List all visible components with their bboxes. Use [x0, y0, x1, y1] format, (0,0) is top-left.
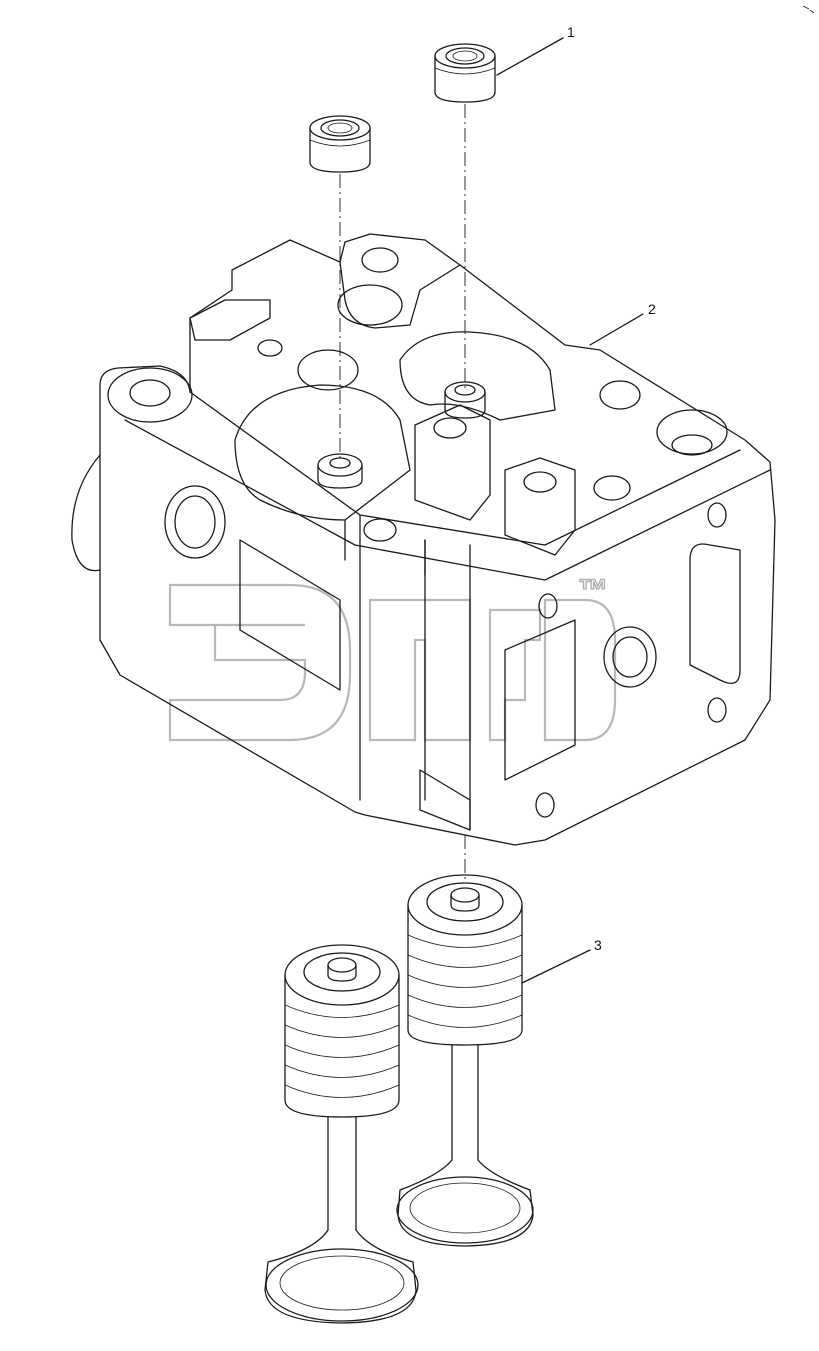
valve-stem-seal-left: [309, 115, 371, 173]
callout-label-3: 3: [594, 937, 602, 953]
callout-leader-3: [521, 949, 591, 984]
watermark-trademark: ™: [578, 574, 608, 607]
callout-label-1: 1: [567, 24, 575, 40]
callout-leader-1: [496, 37, 564, 76]
valve-assembly-left: [264, 944, 419, 1324]
callout-leader-2: [589, 313, 644, 346]
corner-mark: [802, 5, 815, 14]
valve-assembly-right: [396, 874, 534, 1247]
watermark: ™: [168, 573, 617, 742]
cylinder-head: [71, 233, 776, 846]
callout-label-2: 2: [648, 301, 656, 317]
valve-stem-seal-right: [434, 43, 496, 103]
